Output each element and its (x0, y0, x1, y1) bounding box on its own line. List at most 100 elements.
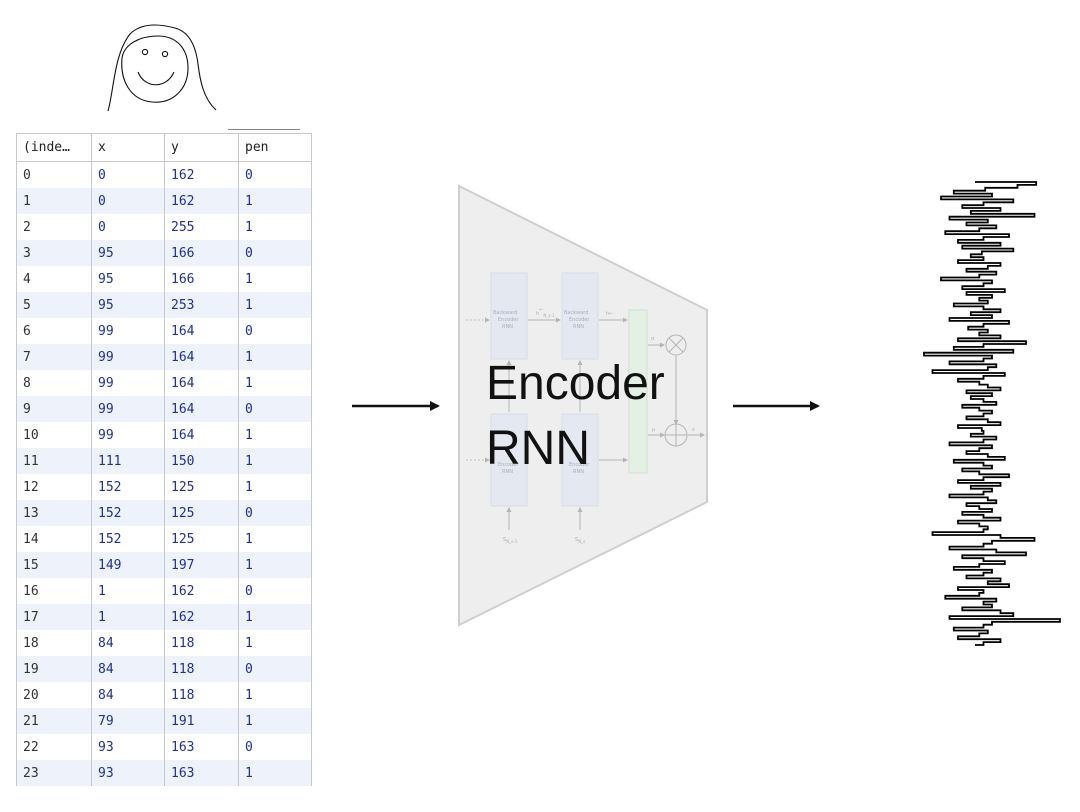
cell-index: 16 (16, 578, 92, 604)
header-pen[interactable]: pen (238, 133, 312, 162)
sketch-face-oval (121, 35, 189, 103)
cell-x: 99 (91, 370, 165, 396)
cell-index: 13 (16, 500, 92, 526)
cell-x: 84 (91, 656, 165, 682)
cell-y: 164 (164, 344, 239, 370)
cell-y: 125 (164, 500, 239, 526)
header-index[interactable]: (inde… (16, 133, 92, 162)
cell-y: 166 (164, 266, 239, 292)
header-x[interactable]: x (91, 133, 165, 162)
cell-x: 84 (91, 630, 165, 656)
cell-pen: 1 (238, 552, 312, 578)
cell-y: 164 (164, 370, 239, 396)
sketch-smile (137, 71, 175, 86)
inner-label-tr-1: Backward (564, 310, 588, 316)
cell-pen: 0 (238, 578, 312, 604)
inner-multiply-cross (668, 337, 684, 353)
cell-y: 118 (164, 656, 239, 682)
cell-y: 125 (164, 526, 239, 552)
cell-index: 6 (16, 318, 92, 344)
header-y[interactable]: y (164, 133, 239, 162)
cell-y: 255 (164, 214, 239, 240)
inner-label-tl-1: Backward (493, 310, 517, 316)
inner-block-bottom-right (561, 413, 599, 507)
cell-pen: 1 (238, 422, 312, 448)
cell-index: 5 (16, 292, 92, 318)
cell-pen: 1 (238, 708, 312, 734)
cell-index: 11 (16, 448, 92, 474)
cell-x: 99 (91, 318, 165, 344)
cell-pen: 0 (238, 240, 312, 266)
cell-x: 93 (91, 760, 165, 786)
sketch-hair-line (107, 24, 217, 112)
cell-index: 3 (16, 240, 92, 266)
inner-multiply-node (665, 334, 687, 356)
cell-y: 191 (164, 708, 239, 734)
cell-x: 1 (91, 604, 165, 630)
cell-pen: 1 (238, 292, 312, 318)
cell-x: 0 (91, 188, 165, 214)
cell-x: 93 (91, 734, 165, 760)
cell-x: 149 (91, 552, 165, 578)
cell-x: 111 (91, 448, 165, 474)
cell-x: 99 (91, 396, 165, 422)
cell-x: 84 (91, 682, 165, 708)
inner-concat-bar (628, 309, 648, 474)
cell-index: 1 (16, 188, 92, 214)
inner-label-tr-2: Encoder (569, 317, 590, 323)
cell-pen: 1 (238, 760, 312, 786)
cell-index: 14 (16, 526, 92, 552)
cell-index: 21 (16, 708, 92, 734)
cell-index: 8 (16, 370, 92, 396)
cell-pen: 0 (238, 734, 312, 760)
cell-pen: 1 (238, 448, 312, 474)
cell-y: 162 (164, 161, 239, 188)
face-sketch (107, 24, 217, 112)
cell-pen: 1 (238, 630, 312, 656)
cell-y: 162 (164, 604, 239, 630)
cell-pen: 1 (238, 526, 312, 552)
inner-block-top-left (490, 272, 528, 360)
cell-y: 164 (164, 422, 239, 448)
inner-label-z: z (692, 427, 695, 433)
cell-index: 19 (16, 656, 92, 682)
cell-index: 10 (16, 422, 92, 448)
inner-label-h-prev: h←N_s-1 (536, 307, 555, 318)
inner-label-s-prev: SN_s-1 (503, 537, 518, 544)
inner-label-tr-3: RNN (573, 324, 584, 330)
cell-y: 162 (164, 578, 239, 604)
latent-vector-trace (923, 181, 1061, 646)
cell-pen: 1 (238, 344, 312, 370)
cell-index: 7 (16, 344, 92, 370)
sketch-right-eye (161, 50, 169, 58)
cell-y: 253 (164, 292, 239, 318)
cell-pen: 1 (238, 370, 312, 396)
cell-pen: 0 (238, 500, 312, 526)
cell-x: 95 (91, 266, 165, 292)
cell-pen: 1 (238, 266, 312, 292)
cell-index: 18 (16, 630, 92, 656)
cell-index: 17 (16, 604, 92, 630)
cell-x: 152 (91, 500, 165, 526)
encoder-inner-network: Backward Encoder RNN Backward Encoder RN… (466, 272, 705, 544)
inner-label-br-3: RNN (573, 469, 584, 475)
cell-pen: 1 (238, 188, 312, 214)
cell-x: 152 (91, 526, 165, 552)
cell-index: 2 (16, 214, 92, 240)
cell-x: 99 (91, 344, 165, 370)
